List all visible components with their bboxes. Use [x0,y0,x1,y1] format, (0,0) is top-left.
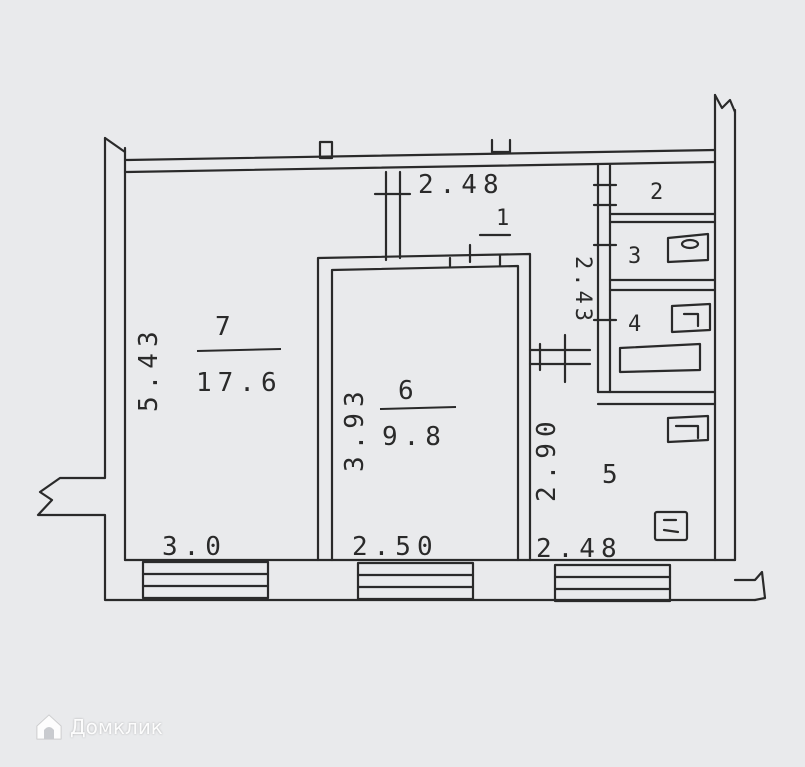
room-5-number: 5 [602,460,624,490]
room-6-length: 3.93 [340,385,370,472]
room-1-number: 1 [496,206,514,231]
room-7-length: 5.43 [134,325,164,412]
corridor-length: 2.43 [570,256,595,325]
windows [141,560,672,603]
bathroom-block [592,163,717,542]
watermark: Домклик [34,712,163,742]
watermark-text: Домклик [70,715,163,739]
room-5-length: 2.90 [532,415,562,502]
room-7-width: 3.0 [162,532,227,562]
room-1-width: 2.48 [418,170,505,200]
room-2-number: 2 [650,180,668,205]
room-6-fraction-line [379,406,457,410]
room-6-width: 2.50 [352,532,439,562]
room-3-number: 3 [628,244,646,269]
domclick-house-icon [36,714,62,740]
room-6-walls [316,252,532,562]
room-7-area: 17.6 [196,368,283,398]
room-6-area: 9.8 [382,422,447,452]
room-7-fraction-line [196,348,282,352]
room-4-number: 4 [628,312,646,337]
outer-walls [36,93,767,602]
room-6-number: 6 [398,376,420,406]
room-7-number: 7 [215,312,237,342]
interior-stubs [373,170,592,384]
room-5-width: 2.48 [536,534,623,564]
